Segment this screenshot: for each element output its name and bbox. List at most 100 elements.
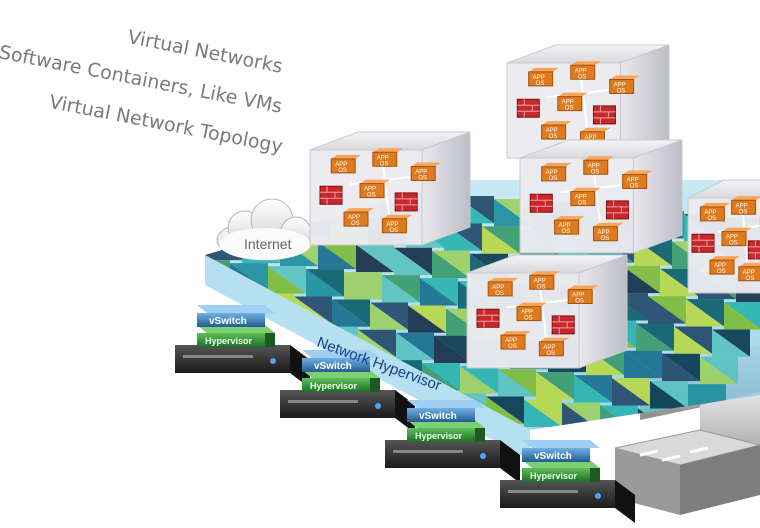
vm-app-label: APP — [627, 178, 639, 184]
vm-os-label: OS — [565, 106, 574, 112]
hypervisor-label: Hypervisor — [415, 431, 463, 441]
vm-os-label: OS — [575, 299, 584, 305]
vm-os-label: OS — [578, 201, 587, 207]
vm-app-label: APP — [546, 128, 558, 134]
firewall-icon — [516, 98, 540, 118]
vm-os-label: OS — [351, 221, 360, 227]
server-node: Hypervisor vSwitch — [280, 350, 415, 433]
firewall-icon — [592, 105, 616, 125]
vm-app-label: APP — [521, 310, 533, 316]
vm-app-label: APP — [546, 170, 558, 176]
hypervisor-block — [197, 333, 265, 347]
server-node: Hypervisor vSwitch — [500, 440, 635, 523]
vm-os-label: OS — [549, 134, 558, 140]
vm-os-label: OS — [739, 209, 748, 215]
hypervisor-label: Hypervisor — [310, 381, 358, 391]
vm-os-label: OS — [380, 161, 389, 167]
vm-app-label: APP — [534, 278, 546, 284]
vm-os-label: OS — [617, 89, 626, 95]
internet-label: Internet — [244, 236, 292, 252]
hypervisor-block — [302, 378, 370, 392]
vm-os-label: OS — [717, 269, 726, 275]
vm-os-label: OS — [338, 168, 347, 174]
vm-app-label: APP — [714, 263, 726, 269]
vm-os-label: OS — [418, 176, 427, 182]
vm-app-label: APP — [364, 187, 376, 193]
firewall-icon — [319, 185, 343, 205]
vm-app-label: APP — [704, 210, 716, 216]
vswitch-block — [302, 358, 370, 372]
firewall-icon — [691, 233, 715, 253]
hypervisor-label: Hypervisor — [530, 471, 578, 481]
vm-app-label: APP — [584, 135, 596, 141]
vm-os-label: OS — [524, 316, 533, 322]
vm-os-label: OS — [495, 291, 504, 297]
server-node: Hypervisor vSwitch — [385, 400, 520, 483]
vm-os-label: OS — [546, 351, 555, 357]
vm-app-label: APP — [572, 293, 584, 299]
vm-app-label: APP — [743, 270, 755, 276]
vm-app-label: APP — [588, 163, 600, 169]
vm-app-label: APP — [386, 222, 398, 228]
vm-app-label: APP — [543, 345, 555, 351]
vswitch-block — [197, 313, 265, 327]
firewall-icon — [476, 308, 500, 328]
vm-app-label: APP — [736, 203, 748, 209]
vm-app-label: APP — [377, 155, 389, 161]
vm-os-label: OS — [746, 276, 755, 282]
vm-app-label: APP — [575, 195, 587, 201]
vswitch-label: vSwitch — [314, 361, 352, 372]
vm-os-label: OS — [630, 184, 639, 190]
hypervisor-block — [522, 468, 590, 482]
firewall-icon — [605, 200, 629, 220]
vswitch-label: vSwitch — [534, 451, 572, 462]
vm-app-label: APP — [614, 83, 626, 89]
vm-app-label: APP — [533, 75, 545, 81]
firewall-icon — [394, 192, 418, 212]
vm-app-label: APP — [597, 230, 609, 236]
vswitch-block — [522, 448, 590, 462]
vm-app-label: APP — [335, 162, 347, 168]
vm-app-label: APP — [492, 285, 504, 291]
internet-cloud-icon: Internet — [216, 198, 314, 261]
vm-app-label: APP — [562, 100, 574, 106]
vm-os-label: OS — [600, 236, 609, 242]
vm-os-label: OS — [536, 81, 545, 87]
vm-app-label: APP — [348, 215, 360, 221]
vm-os-label: OS — [591, 169, 600, 175]
vswitch-label: vSwitch — [209, 316, 247, 327]
vm-app-label: APP — [726, 235, 738, 241]
vswitch-label: vSwitch — [419, 411, 457, 422]
firewall-icon — [747, 240, 760, 260]
vm-os-label: OS — [549, 176, 558, 182]
